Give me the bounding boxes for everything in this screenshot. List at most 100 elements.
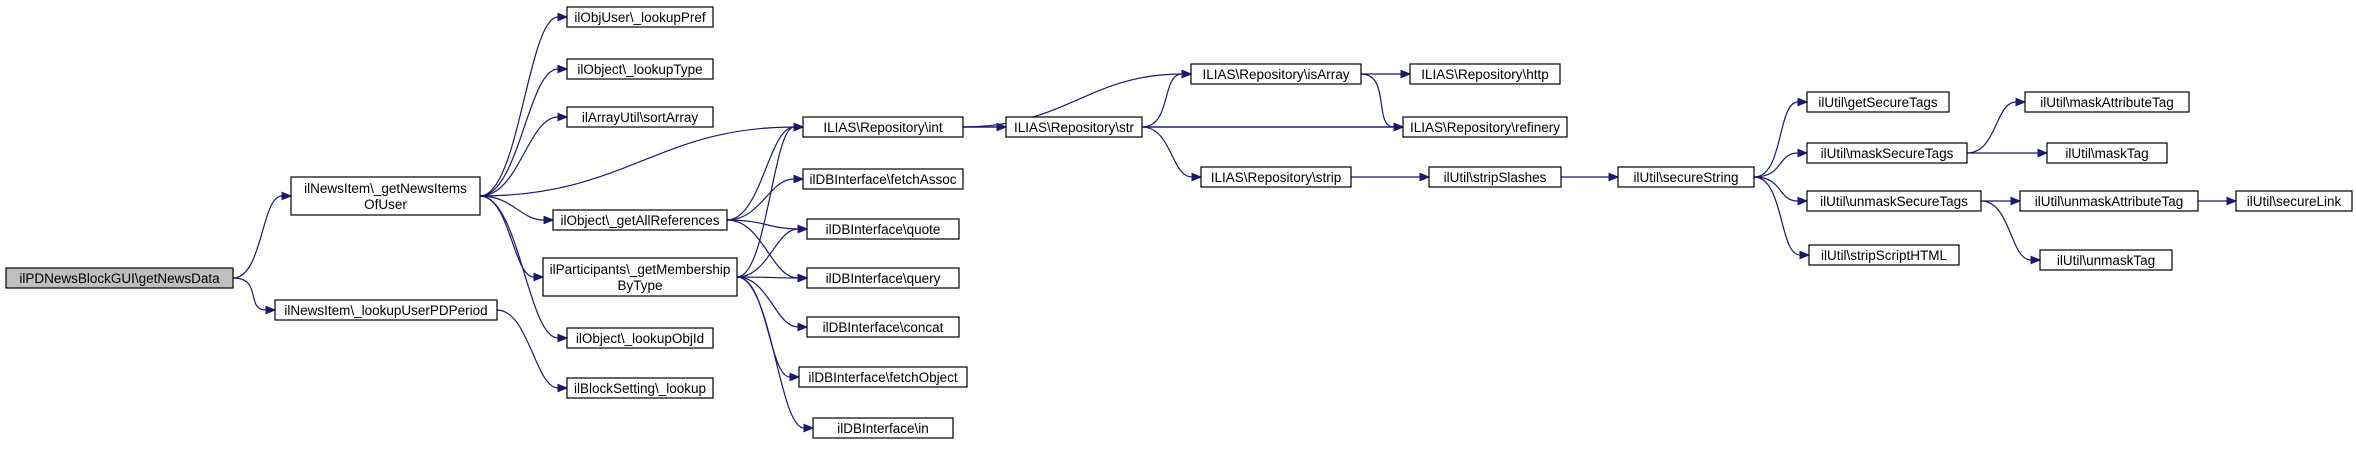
edge-repo-is-array-to-repo-http: [1361, 69, 1412, 79]
edge-get-membership-to-db-in: [736, 276, 815, 433]
node-get-all-references[interactable]: ilObject\_getAllReferences: [552, 209, 728, 231]
edge-get-news-items-of-user-to-get-membership: [479, 195, 545, 282]
node-box: [1806, 91, 1950, 113]
node-repo-http[interactable]: ILIAS\Repository\http: [1409, 63, 1561, 85]
node-label: ilNewsItem\_lookupUserPDPeriod: [284, 303, 487, 318]
nodes-layer: ilPDNewsBlockGUI\getNewsData ilNewsItem\_…: [5, 6, 2353, 439]
node-root[interactable]: ilPDNewsBlockGUI\getNewsData: [5, 267, 234, 289]
node-box: [566, 106, 714, 128]
node-label: ILIAS\Repository\refinery: [1410, 120, 1560, 135]
node-box: [566, 377, 714, 399]
node-label: ilDBInterface\fetchObject: [808, 370, 958, 385]
node-fetch-assoc[interactable]: ilDBInterface\fetchAssoc: [802, 168, 964, 190]
node-label: ilUtil\maskAttributeTag: [2040, 95, 2174, 110]
node-label: ilDBInterface\fetchAssoc: [809, 172, 956, 187]
node-label: ilUtil\unmaskAttributeTag: [2035, 194, 2184, 209]
node-box: [542, 257, 738, 297]
node-label: ilDBInterface\concat: [823, 320, 944, 335]
edge-mask-secure-tags-to-mask-tag: [1967, 148, 2049, 158]
node-box: [806, 267, 960, 289]
edge-repo-str-to-repo-is-array: [1141, 69, 1193, 128]
node-box: [2024, 91, 2190, 113]
edge-repo-is-array-to-repo-refinery: [1360, 73, 1405, 132]
edge-root-to-get-news-items-of-user: [232, 191, 293, 279]
edge-get-news-items-of-user-to-lookup-obj-id: [479, 195, 569, 343]
node-mask-attribute-tag[interactable]: ilUtil\maskAttributeTag: [2024, 91, 2190, 113]
node-block-lookup[interactable]: ilBlockSetting\_lookup: [566, 377, 714, 399]
node-label: ilUtil\unmaskTag: [2057, 253, 2155, 268]
node-label: ilObject\_lookupType: [577, 62, 702, 77]
node-secure-link[interactable]: ilUtil\secureLink: [2235, 190, 2353, 212]
edge-get-news-items-of-user-to-repo-int: [479, 122, 805, 197]
node-label: ilPDNewsBlockGUI\getNewsData: [19, 271, 220, 286]
node-repo-str[interactable]: ILIAS\Repository\str: [1005, 116, 1143, 138]
node-strip-script-html[interactable]: ilUtil\stripScriptHTML: [1808, 244, 1960, 266]
node-repo-int[interactable]: ILIAS\Repository\int: [802, 116, 964, 138]
node-lookup-obj-id[interactable]: ilObject\_lookupObjId: [566, 327, 714, 349]
node-concat[interactable]: ilDBInterface\concat: [806, 316, 960, 338]
node-lookup-pref[interactable]: ilObjUser\_lookupPref: [566, 6, 714, 28]
edge-get-news-items-of-user-to-lookup-type: [479, 64, 569, 197]
node-unmask-secure-tags[interactable]: ilUtil\unmaskSecureTags: [1806, 190, 1982, 212]
node-box: [2046, 142, 2168, 164]
node-label: ilUtil\unmaskSecureTags: [1820, 194, 1968, 209]
node-repo-refinery[interactable]: ILIAS\Repository\refinery: [1402, 116, 1568, 138]
edge-get-news-items-of-user-to-get-all-references: [479, 195, 555, 225]
node-box: [1200, 166, 1352, 188]
node-label: ilUtil\maskTag: [2065, 146, 2148, 161]
node-unmask-attribute-tag[interactable]: ilUtil\unmaskAttributeTag: [2019, 190, 2199, 212]
node-box: [1428, 166, 1562, 188]
node-unmask-tag[interactable]: ilUtil\unmaskTag: [2039, 249, 2173, 271]
node-label: ilObjUser\_lookupPref: [574, 10, 706, 25]
node-box: [1190, 63, 1362, 85]
edge-repo-str-to-repo-refinery: [1142, 122, 1405, 132]
node-label: ilDBInterface\quote: [826, 222, 941, 237]
node-query[interactable]: ilDBInterface\query: [806, 267, 960, 289]
node-box: [1409, 63, 1561, 85]
edges-layer: [232, 12, 2238, 433]
node-db-in[interactable]: ilDBInterface\in: [812, 417, 954, 439]
node-box: [2235, 190, 2353, 212]
node-box: [1617, 166, 1755, 188]
node-lookup-user-pdperiod[interactable]: ilNewsItem\_lookupUserPDPeriod: [274, 299, 498, 321]
node-quote[interactable]: ilDBInterface\quote: [806, 218, 960, 240]
node-label: ilArrayUtil\sortArray: [582, 110, 699, 125]
edge-root-to-lookup-user-pdperiod: [232, 277, 277, 315]
edge-get-membership-to-repo-int: [736, 122, 805, 278]
node-box: [812, 417, 954, 439]
edge-unmask-secure-tags-to-unmask-tag: [1980, 200, 2042, 265]
node-repo-strip[interactable]: ILIAS\Repository\strip: [1200, 166, 1352, 188]
edge-get-membership-to-concat: [736, 276, 809, 332]
node-box: [2019, 190, 2199, 212]
node-label: ILIAS\Repository\http: [1421, 67, 1549, 82]
node-box: [274, 299, 498, 321]
node-lookup-type[interactable]: ilObject\_lookupType: [566, 58, 714, 80]
node-box: [566, 327, 714, 349]
node-label: ILIAS\Repository\int: [823, 120, 943, 135]
node-label: ilObject\_getAllReferences: [560, 213, 719, 228]
node-mask-tag[interactable]: ilUtil\maskTag: [2046, 142, 2168, 164]
node-get-secure-tags[interactable]: ilUtil\getSecureTags: [1806, 91, 1950, 113]
edge-get-news-items-of-user-to-lookup-pref: [479, 12, 569, 197]
node-secure-string[interactable]: ilUtil\secureString: [1617, 166, 1755, 188]
node-sort-array[interactable]: ilArrayUtil\sortArray: [566, 106, 714, 128]
node-strip-slashes[interactable]: ilUtil\stripSlashes: [1428, 166, 1562, 188]
node-fetch-object[interactable]: ilDBInterface\fetchObject: [798, 366, 968, 388]
node-mask-secure-tags[interactable]: ilUtil\maskSecureTags: [1806, 142, 1968, 164]
edge-repo-strip-to-strip-slashes: [1350, 172, 1431, 182]
node-label: ilParticipants\_getMembership: [550, 262, 731, 277]
edge-lookup-user-pdperiod-to-block-lookup: [496, 309, 569, 393]
node-box: [1005, 116, 1143, 138]
edge-get-all-references-to-fetch-assoc: [726, 174, 805, 221]
edge-get-news-items-of-user-to-sort-array: [479, 112, 569, 197]
node-label: ilUtil\maskSecureTags: [1821, 146, 1954, 161]
node-label: ILIAS\Repository\isArray: [1202, 67, 1349, 82]
node-label: ilObject\_lookupObjId: [576, 331, 704, 346]
node-label: ILIAS\Repository\strip: [1211, 170, 1342, 185]
node-repo-is-array[interactable]: ILIAS\Repository\isArray: [1190, 63, 1362, 85]
node-label: ilUtil\secureString: [1633, 170, 1738, 185]
edge-get-membership-to-query: [736, 273, 809, 283]
